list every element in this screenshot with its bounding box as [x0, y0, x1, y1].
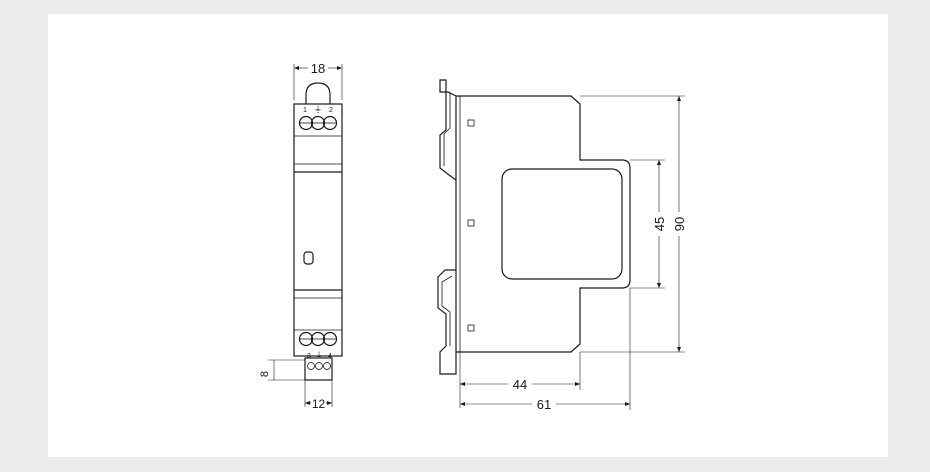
dim-label-45: 45: [652, 217, 667, 231]
side-view: 90 45 44 61: [437, 79, 687, 412]
dim-label-44: 44: [513, 377, 527, 392]
terminal-label-4: 4: [328, 353, 332, 360]
terminal-label-ground-bottom: ⏚: [315, 351, 323, 360]
front-bottom-terminals: [298, 331, 338, 347]
terminal-label-2: 2: [329, 107, 333, 114]
front-body: [293, 103, 343, 357]
front-bottom-terminal-block: [304, 357, 333, 381]
side-marker: [467, 324, 475, 332]
side-marker: [467, 219, 475, 227]
dim-label-90: 90: [672, 217, 687, 231]
front-top-handle: [305, 82, 331, 104]
dim-label-61: 61: [537, 397, 551, 412]
dim-side-height: 90: [580, 95, 687, 353]
dim-label-18: 18: [311, 61, 325, 76]
dim-front-width: 18: [293, 61, 343, 100]
dim-side-depth-total: 61: [460, 288, 631, 412]
dim-label-12: 12: [312, 397, 326, 411]
dim-label-8: 8: [259, 371, 271, 377]
side-marker: [467, 119, 475, 127]
front-top-terminals: [298, 115, 338, 131]
terminal-label-ground-top: ⏚: [314, 105, 322, 114]
dim-front-terminal-width: 12: [304, 380, 333, 411]
terminal-screw: [322, 331, 338, 347]
dim-side-depth-front: 44: [459, 352, 581, 408]
terminal-label-3: 3: [307, 353, 311, 360]
side-din-clip-bottom: [437, 269, 457, 375]
front-view: 1 ⏚ 2 3 ⏚ 4 18: [259, 61, 343, 411]
side-body-outline: [455, 95, 631, 353]
terminal-screw: [322, 115, 338, 131]
dim-front-terminal-height: 8: [259, 359, 305, 381]
led-indicator: [303, 251, 314, 265]
terminal-label-1: 1: [303, 107, 307, 114]
side-din-clip-top: [439, 79, 457, 181]
side-front-window: [501, 168, 623, 280]
drawing-canvas: [48, 14, 888, 457]
dim-side-window: 45: [630, 159, 667, 289]
